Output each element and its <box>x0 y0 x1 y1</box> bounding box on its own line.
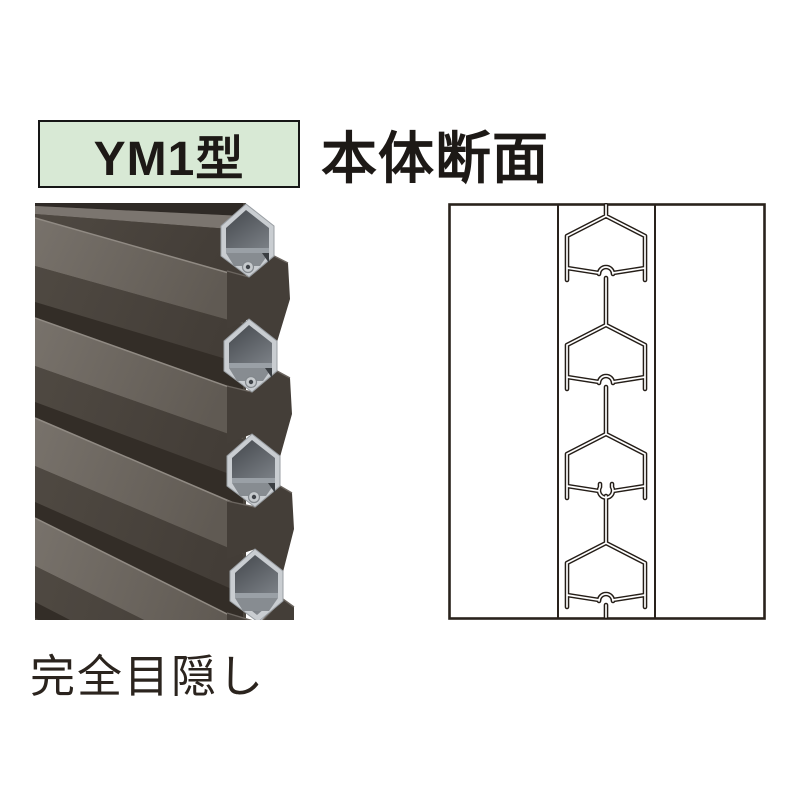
slat-body <box>35 203 246 620</box>
slat-end-wedges <box>227 256 294 620</box>
cross-section-diagram <box>448 203 766 620</box>
section-title: 本体断面 <box>321 126 549 190</box>
model-badge-label: YM1型 <box>93 133 245 186</box>
product-render-image <box>35 203 295 620</box>
profile-end-caps <box>220 203 284 620</box>
model-badge: YM1型 <box>38 120 300 188</box>
privacy-caption: 完全目隠し <box>30 651 266 702</box>
